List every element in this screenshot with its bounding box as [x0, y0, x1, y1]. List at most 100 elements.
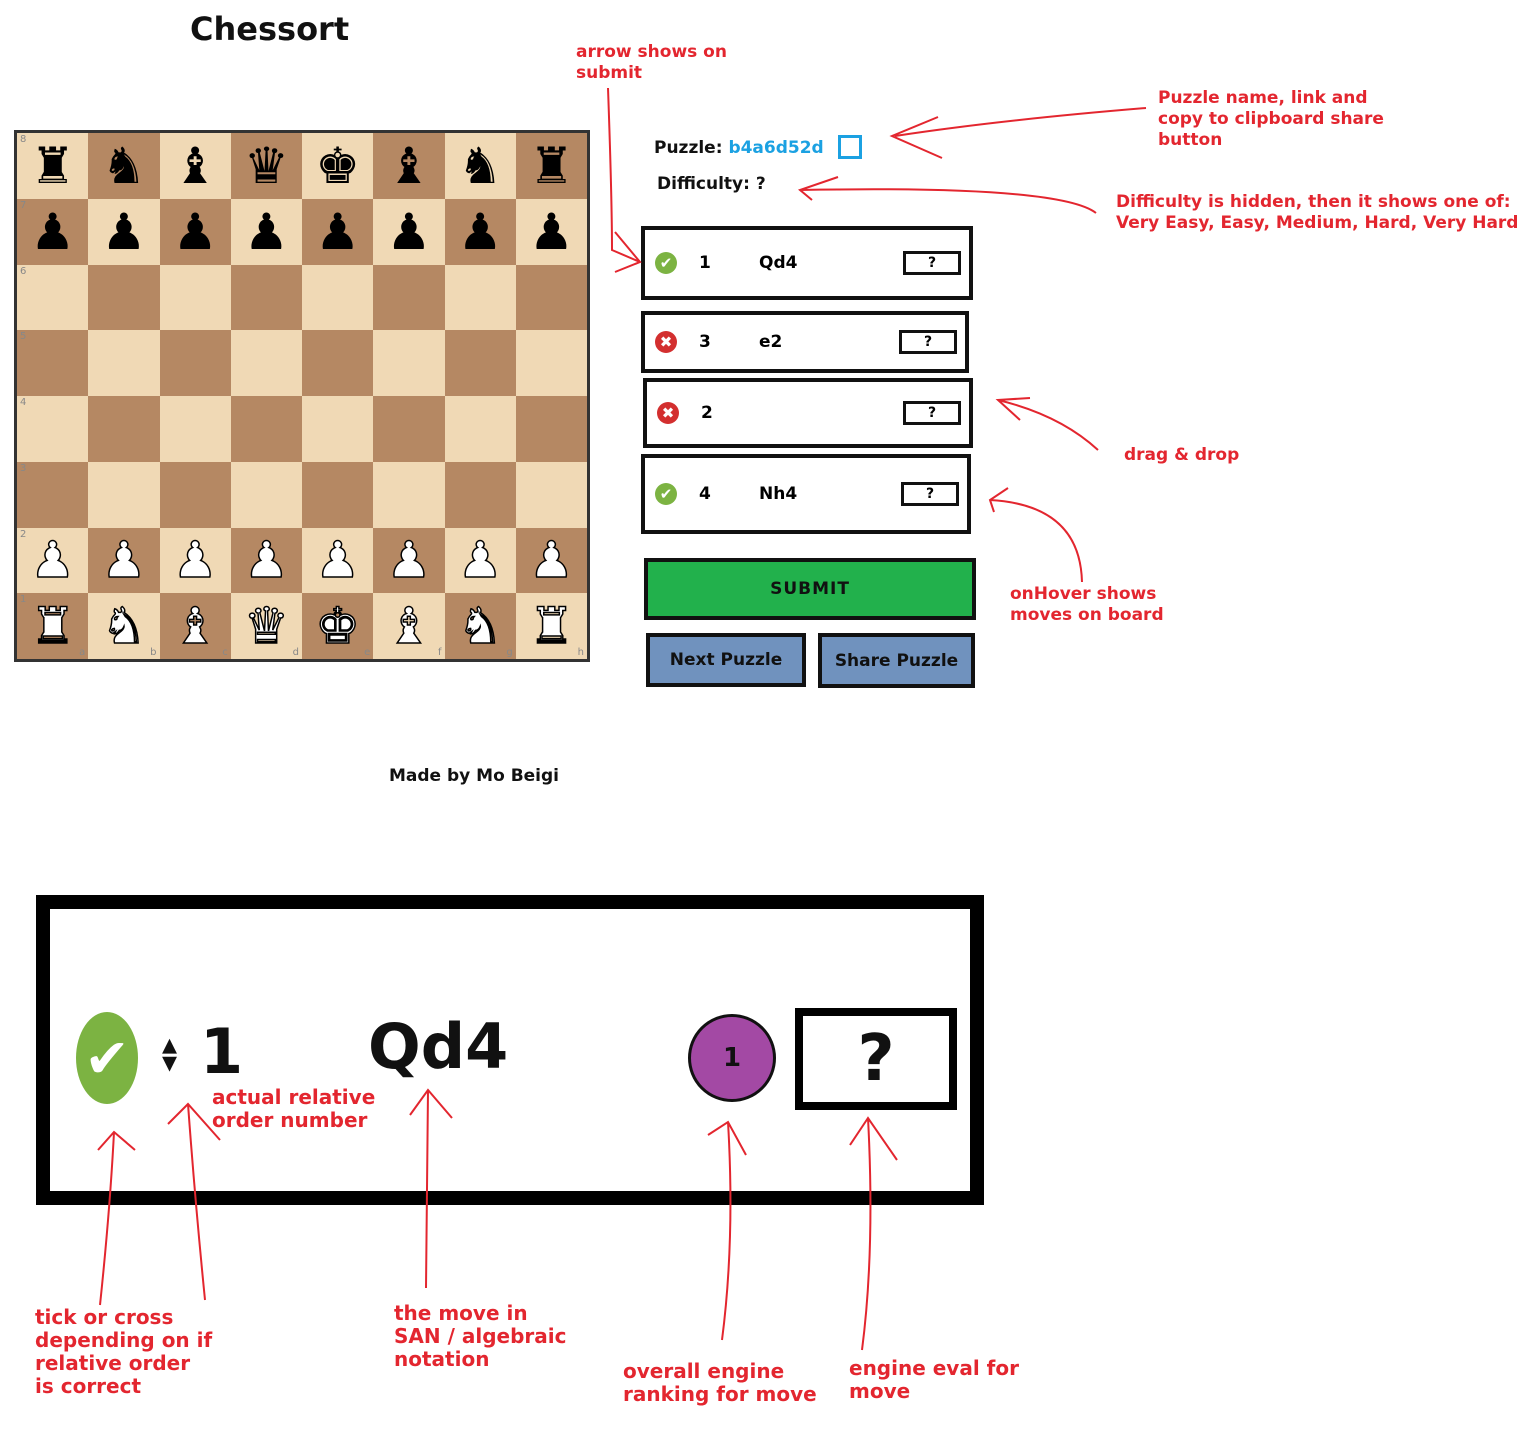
square-c4[interactable]: [159, 396, 231, 462]
square-g4[interactable]: [444, 396, 516, 462]
square-h2[interactable]: ♟: [515, 527, 587, 594]
chess-piece[interactable]: ♜: [528, 136, 574, 195]
square-c5[interactable]: [159, 330, 231, 396]
drag-handle-icon[interactable]: ▴▾: [162, 1027, 178, 1080]
square-d2[interactable]: ♟: [230, 527, 302, 594]
square-b4[interactable]: [88, 396, 160, 462]
square-a7[interactable]: 7♟: [17, 198, 89, 265]
chess-piece[interactable]: ♟: [528, 202, 574, 261]
next-puzzle-button[interactable]: Next Puzzle: [646, 633, 806, 687]
square-d8[interactable]: ♛: [230, 133, 302, 199]
square-h5[interactable]: [515, 330, 587, 396]
square-e3[interactable]: [302, 461, 374, 528]
chess-piece[interactable]: ♟: [315, 202, 361, 261]
chess-piece[interactable]: ♟: [386, 531, 432, 590]
square-c1[interactable]: c♝: [159, 593, 231, 659]
chess-piece[interactable]: ♟: [101, 202, 147, 261]
chess-piece[interactable]: ♝: [172, 136, 218, 195]
chess-piece[interactable]: ♛: [243, 597, 289, 656]
share-puzzle-button[interactable]: Share Puzzle: [818, 633, 975, 688]
chess-piece[interactable]: ♜: [528, 597, 574, 656]
copy-to-clipboard-icon[interactable]: [838, 135, 862, 159]
move-row[interactable]: ✔ 1 Qd4 ?: [641, 226, 973, 300]
square-e5[interactable]: [302, 330, 374, 396]
chess-piece[interactable]: ♚: [315, 136, 361, 195]
square-f4[interactable]: [373, 396, 445, 462]
chess-piece[interactable]: ♚: [314, 597, 361, 656]
square-f2[interactable]: ♟: [373, 527, 445, 594]
square-e1[interactable]: e♚: [302, 593, 374, 659]
square-f8[interactable]: ♝: [373, 133, 445, 199]
square-b1[interactable]: b♞: [88, 593, 160, 659]
square-g6[interactable]: [444, 264, 516, 331]
square-h8[interactable]: ♜: [515, 133, 587, 199]
square-g3[interactable]: [444, 461, 516, 528]
move-row[interactable]: ✖ 3 e2 ?: [641, 311, 969, 373]
chess-piece[interactable]: ♝: [386, 597, 432, 656]
square-d3[interactable]: [230, 461, 302, 528]
square-a6[interactable]: 6: [17, 264, 89, 331]
chess-piece[interactable]: ♞: [101, 597, 147, 656]
square-a3[interactable]: 3: [17, 461, 89, 528]
square-h1[interactable]: h♜: [515, 593, 587, 659]
square-d5[interactable]: [230, 330, 302, 396]
chess-piece[interactable]: ♟: [457, 531, 503, 590]
move-row[interactable]: ✔ 4 Nh4 ?: [641, 454, 971, 534]
square-c6[interactable]: [159, 264, 231, 331]
square-d6[interactable]: [230, 264, 302, 331]
chess-piece[interactable]: ♟: [30, 202, 76, 261]
submit-button[interactable]: SUBMIT: [644, 558, 976, 620]
square-b8[interactable]: ♞: [88, 133, 160, 199]
chess-piece[interactable]: ♞: [457, 136, 503, 195]
square-g7[interactable]: ♟: [444, 198, 516, 265]
square-c2[interactable]: ♟: [159, 527, 231, 594]
square-f6[interactable]: [373, 264, 445, 331]
chess-piece[interactable]: ♟: [314, 531, 361, 590]
square-c7[interactable]: ♟: [159, 198, 231, 265]
chess-piece[interactable]: ♟: [386, 202, 432, 261]
chess-piece[interactable]: ♝: [172, 597, 218, 656]
chess-piece[interactable]: ♞: [101, 136, 147, 195]
square-d4[interactable]: [230, 396, 302, 462]
square-b5[interactable]: [88, 330, 160, 396]
square-f5[interactable]: [373, 330, 445, 396]
square-f1[interactable]: f♝: [373, 593, 445, 659]
chess-piece[interactable]: ♞: [457, 597, 503, 656]
square-h7[interactable]: ♟: [515, 198, 587, 265]
square-a8[interactable]: 8♜: [17, 133, 89, 199]
chess-piece[interactable]: ♟: [29, 531, 76, 590]
move-row[interactable]: ✖ 2 ?: [643, 378, 973, 448]
chess-piece[interactable]: ♝: [386, 136, 432, 195]
square-e8[interactable]: ♚: [302, 133, 374, 199]
chess-piece[interactable]: ♜: [29, 597, 76, 656]
chess-piece[interactable]: ♟: [243, 202, 289, 261]
puzzle-id-link[interactable]: b4a6d52d: [728, 138, 824, 158]
square-g8[interactable]: ♞: [444, 133, 516, 199]
chess-piece[interactable]: ♜: [30, 136, 76, 195]
chess-piece[interactable]: ♟: [172, 531, 218, 590]
chess-piece[interactable]: ♟: [528, 531, 574, 590]
chess-piece[interactable]: ♟: [172, 202, 218, 261]
chess-piece[interactable]: ♛: [243, 136, 289, 195]
square-b7[interactable]: ♟: [88, 198, 160, 265]
chess-piece[interactable]: ♟: [101, 531, 147, 590]
square-e7[interactable]: ♟: [302, 198, 374, 265]
square-h6[interactable]: [515, 264, 587, 331]
square-a2[interactable]: 2♟: [17, 527, 89, 594]
square-c8[interactable]: ♝: [159, 133, 231, 199]
square-d1[interactable]: d♛: [230, 593, 302, 659]
square-b2[interactable]: ♟: [88, 527, 160, 594]
square-g5[interactable]: [444, 330, 516, 396]
square-e2[interactable]: ♟: [302, 527, 374, 594]
chess-piece[interactable]: ♟: [457, 202, 503, 261]
square-c3[interactable]: [159, 461, 231, 528]
square-e6[interactable]: [302, 264, 374, 331]
square-b6[interactable]: [88, 264, 160, 331]
square-g2[interactable]: ♟: [444, 527, 516, 594]
square-a4[interactable]: 4: [17, 396, 89, 462]
square-d7[interactable]: ♟: [230, 198, 302, 265]
square-g1[interactable]: g♞: [444, 593, 516, 659]
square-h4[interactable]: [515, 396, 587, 462]
